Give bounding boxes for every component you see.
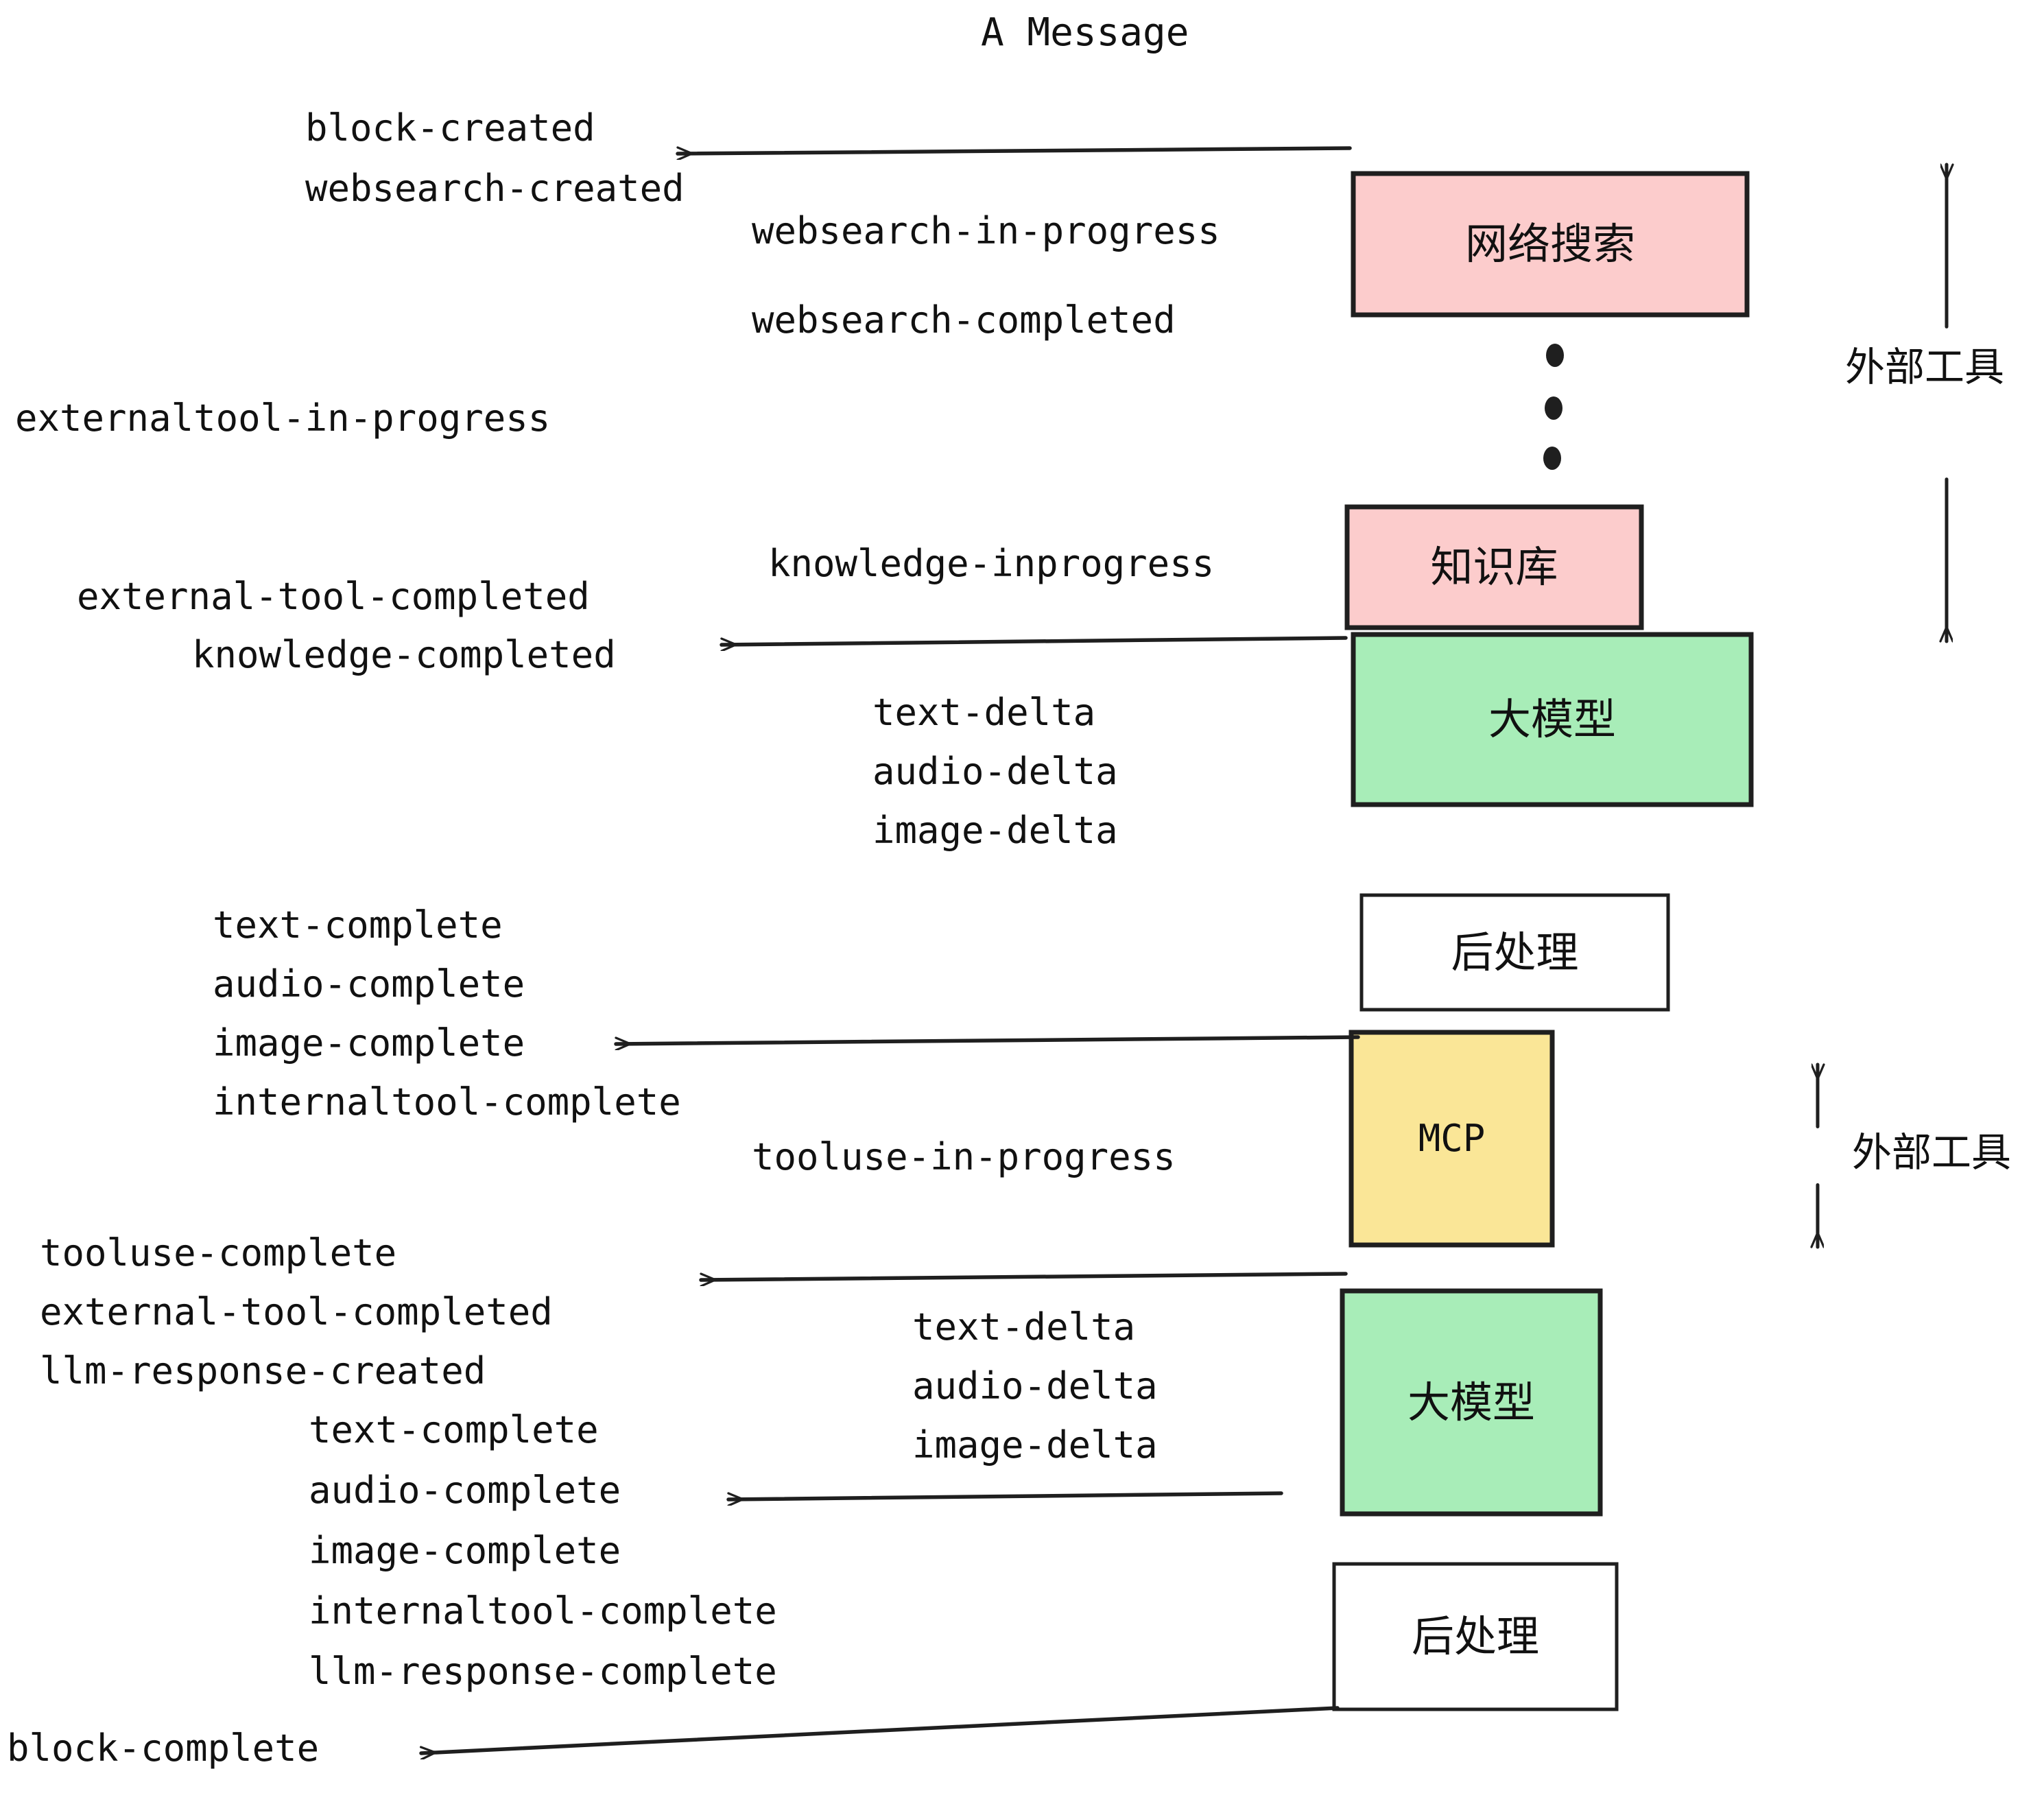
node-boxes-group <box>1332 171 1754 1711</box>
event-label-external-tool-completed-2: external-tool-completed <box>40 1290 553 1333</box>
event-label-llm-response-complete: llm-response-complete <box>309 1650 777 1693</box>
ellipsis-dots-group <box>1543 344 1564 470</box>
event-label-image-complete-1: image-complete <box>213 1021 525 1065</box>
event-label-text-delta-1: text-delta <box>872 691 1096 734</box>
arrow-knowledge-out <box>720 636 1348 645</box>
node-box-knowledge <box>1344 504 1644 630</box>
page-title: A Message <box>981 10 1189 55</box>
ellipsis-dot-2 <box>1545 396 1562 420</box>
event-label-internaltool-complete-2: internaltool-complete <box>309 1589 777 1633</box>
node-box-llm-1 <box>1351 632 1754 807</box>
event-label-text-delta-2: text-delta <box>912 1305 1136 1349</box>
side-label-external-tools-bottom: 外部工具 <box>1852 1129 2012 1176</box>
ellipsis-dot-3 <box>1543 447 1561 470</box>
event-label-block-complete: block-complete <box>7 1726 320 1770</box>
event-label-image-complete-2: image-complete <box>309 1529 621 1572</box>
event-label-text-complete-2: text-complete <box>309 1408 599 1451</box>
event-label-tooluse-complete: tooluse-complete <box>40 1231 397 1274</box>
event-label-websearch-in-progress: websearch-in-progress <box>752 209 1220 252</box>
event-label-externaltool-in-progress: externaltool-in-progress <box>15 396 551 440</box>
node-box-mcp <box>1348 1030 1555 1248</box>
event-label-image-delta-1: image-delta <box>872 809 1118 852</box>
event-label-text-complete-1: text-complete <box>213 903 503 947</box>
event-label-audio-complete-1: audio-complete <box>213 962 525 1006</box>
event-label-websearch-created: websearch-created <box>305 167 685 210</box>
arrow-postprocess2-out <box>419 1706 1340 1753</box>
event-label-image-delta-2: image-delta <box>912 1423 1158 1467</box>
node-box-postprocess-1 <box>1359 893 1670 1012</box>
arrow-llm2-out <box>726 1491 1283 1499</box>
event-label-external-tool-completed-1: external-tool-completed <box>77 575 590 618</box>
arrow-mcp-out <box>699 1272 1348 1280</box>
event-label-audio-complete-2: audio-complete <box>309 1469 621 1512</box>
node-box-websearch <box>1351 171 1750 318</box>
event-label-knowledge-completed: knowledge-completed <box>192 633 616 676</box>
event-label-block-created: block-created <box>305 106 595 150</box>
side-label-external-tools-top: 外部工具 <box>1845 344 2005 390</box>
event-label-knowledge-inprogress: knowledge-inprogress <box>768 542 1215 585</box>
event-label-audio-delta-1: audio-delta <box>872 750 1118 793</box>
event-label-tooluse-in-progress: tooluse-in-progress <box>752 1135 1176 1178</box>
arrow-websearch-out <box>676 146 1352 154</box>
arrow-postprocess1-out <box>614 1035 1360 1044</box>
event-label-audio-delta-2: audio-delta <box>912 1364 1158 1408</box>
event-label-llm-response-created: llm-response-created <box>40 1349 486 1392</box>
event-arrows-group <box>419 146 1360 1753</box>
node-box-postprocess-2 <box>1332 1562 1619 1711</box>
bracket-arrows-group <box>1818 163 1947 1249</box>
event-label-internaltool-complete-1: internaltool-complete <box>213 1080 681 1124</box>
node-box-llm-2 <box>1340 1288 1603 1517</box>
ellipsis-dot-1 <box>1546 344 1564 367</box>
event-label-websearch-completed: websearch-completed <box>752 298 1176 342</box>
